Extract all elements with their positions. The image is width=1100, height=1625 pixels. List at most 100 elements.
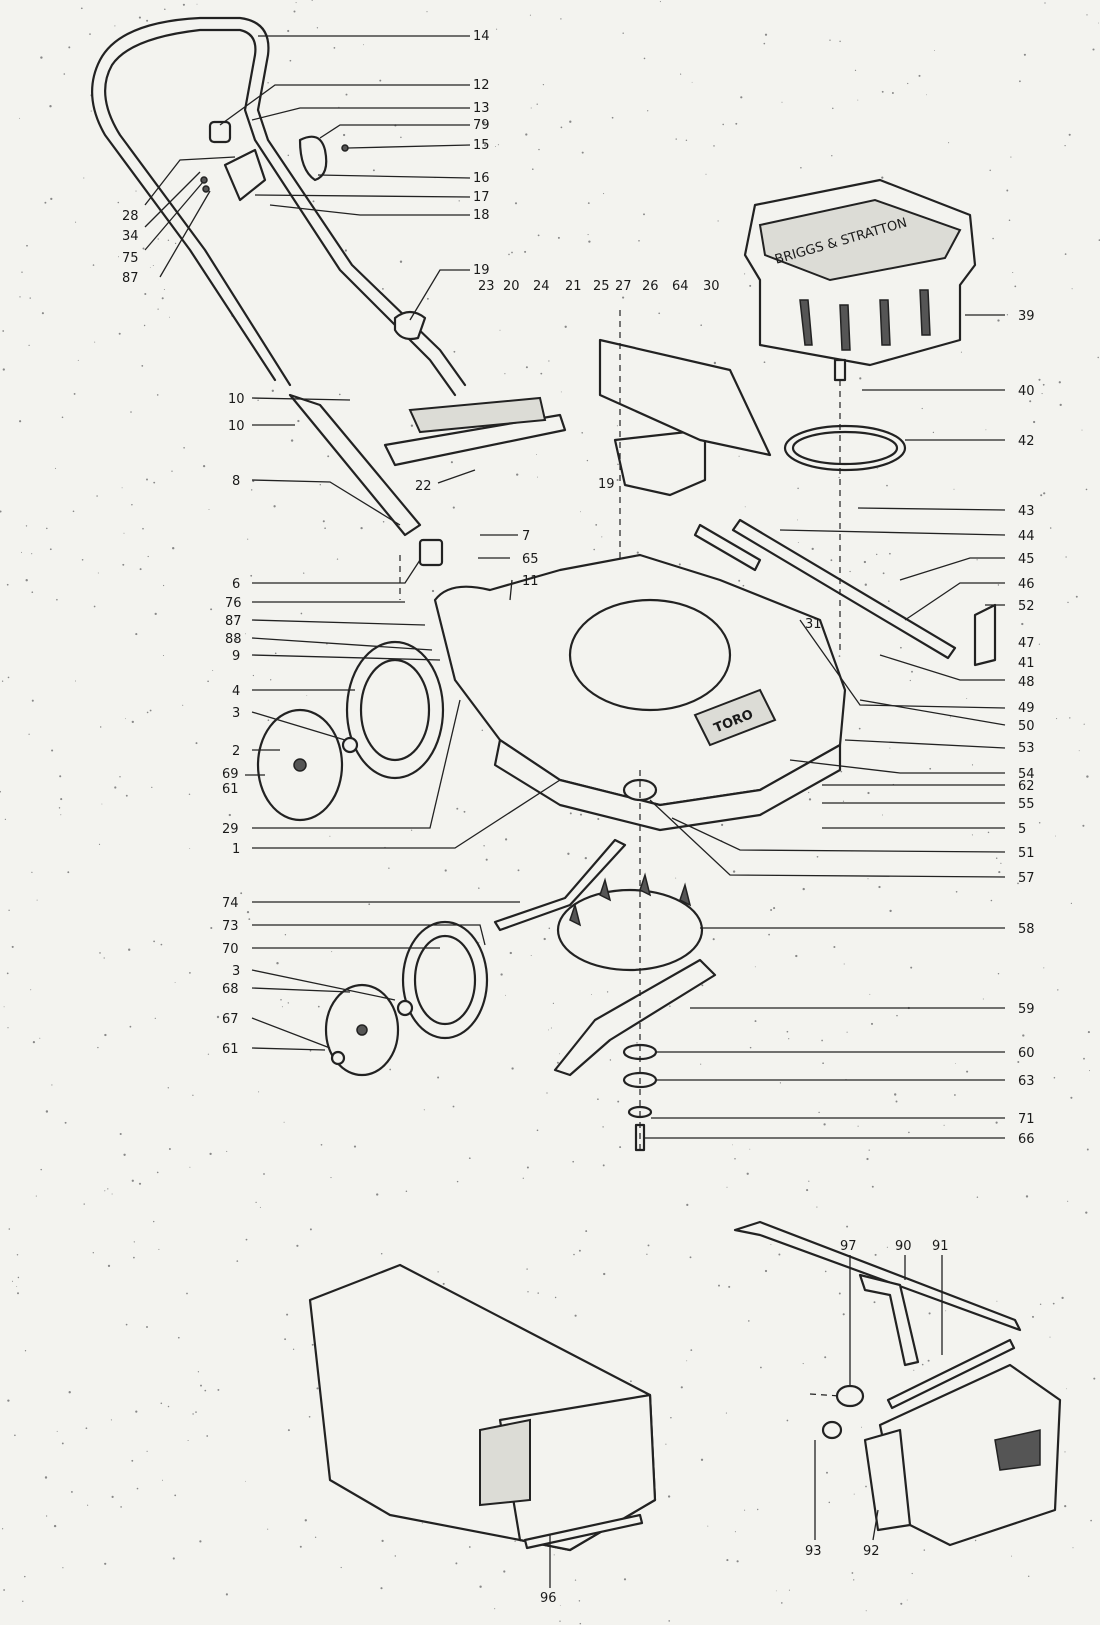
- leader-16: [317, 174, 471, 179]
- paper-speck: [217, 1388, 220, 1391]
- paper-speck: [861, 1426, 862, 1428]
- paper-speck: [829, 39, 831, 41]
- paper-speck: [372, 169, 375, 172]
- paper-speck: [527, 1291, 529, 1293]
- paper-speck: [966, 698, 968, 700]
- paper-speck: [886, 1246, 888, 1248]
- paper-speck: [68, 46, 71, 49]
- paper-speck: [717, 220, 719, 222]
- leader-17: [254, 194, 471, 198]
- paper-speck: [4, 818, 7, 821]
- paper-speck: [659, 1, 661, 3]
- paper-speck: [410, 829, 413, 831]
- paper-speck: [846, 1031, 848, 1033]
- paper-speck: [382, 288, 384, 290]
- paper-speck: [516, 473, 519, 476]
- paper-speck: [131, 1179, 134, 1182]
- paper-speck: [98, 843, 101, 845]
- paper-speck: [1083, 1057, 1085, 1060]
- paper-speck: [129, 1025, 132, 1028]
- paper-speck: [26, 244, 28, 247]
- paper-speck: [749, 284, 752, 287]
- paper-speck: [560, 391, 562, 393]
- paper-speck: [258, 1091, 260, 1093]
- paper-speck: [802, 1363, 804, 1365]
- paper-speck: [818, 1111, 820, 1114]
- paper-speck: [509, 951, 512, 955]
- paper-speck: [736, 1560, 739, 1563]
- paper-speck: [780, 1602, 783, 1604]
- paper-speck: [971, 834, 973, 836]
- paper-speck: [94, 341, 96, 343]
- paper-speck: [1044, 2, 1046, 4]
- paper-speck: [806, 1189, 809, 1192]
- paper-speck: [943, 1124, 945, 1126]
- callout-6: 6: [232, 577, 240, 592]
- paper-speck: [1024, 1080, 1026, 1082]
- paper-speck: [167, 1405, 170, 1408]
- paper-speck: [1056, 718, 1058, 720]
- paper-speck: [31, 871, 33, 874]
- callout-68: 68: [222, 982, 239, 997]
- paper-speck: [183, 447, 185, 449]
- paper-speck: [130, 411, 132, 413]
- bag-mount-arm: [858, 1273, 920, 1367]
- leader-6: [252, 559, 421, 584]
- paper-speck: [526, 1166, 529, 1169]
- callout-9: 9: [232, 649, 240, 664]
- paper-speck: [36, 899, 38, 901]
- paper-speck: [168, 1148, 171, 1150]
- callout-57: 57: [1018, 871, 1035, 886]
- paper-speck: [638, 240, 640, 242]
- paper-speck: [665, 1443, 667, 1445]
- paper-speck: [363, 44, 365, 46]
- callout-39: 39: [1018, 309, 1035, 324]
- paper-speck: [691, 81, 693, 83]
- paper-speck: [70, 1490, 73, 1493]
- paper-speck: [376, 1193, 379, 1196]
- paper-speck: [796, 519, 798, 521]
- paper-speck: [379, 79, 382, 82]
- paper-speck: [456, 807, 459, 810]
- paper-speck: [1059, 403, 1062, 407]
- paper-speck: [1097, 356, 1099, 359]
- paper-speck: [289, 59, 292, 62]
- paper-speck: [118, 256, 119, 258]
- paper-speck: [921, 1363, 924, 1366]
- paper-speck: [331, 951, 333, 953]
- paper-speck: [670, 1416, 672, 1419]
- leader-22: [437, 469, 476, 484]
- paper-speck: [1027, 1575, 1030, 1578]
- paper-speck: [971, 764, 974, 766]
- paper-speck: [826, 1471, 828, 1474]
- paper-speck: [514, 202, 518, 205]
- paper-speck: [1067, 601, 1069, 604]
- paper-speck: [35, 1195, 37, 1197]
- paper-speck: [114, 786, 117, 789]
- callout-17: 17: [473, 190, 490, 205]
- paper-speck: [667, 1495, 671, 1498]
- leader-1: [252, 779, 561, 849]
- engine-fins: [799, 289, 931, 351]
- paper-speck: [287, 154, 290, 157]
- paper-speck: [151, 786, 153, 789]
- paper-speck: [857, 1125, 859, 1127]
- paper-speck: [874, 1253, 877, 1256]
- paper-speck: [1065, 556, 1067, 558]
- paper-speck: [1092, 48, 1095, 51]
- paper-speck: [764, 33, 768, 36]
- paper-speck: [526, 1268, 528, 1270]
- paper-speck: [910, 966, 913, 969]
- paper-speck: [726, 1559, 729, 1562]
- paper-speck: [19, 420, 22, 423]
- leader-51: [671, 817, 1006, 853]
- paper-speck: [680, 1386, 683, 1389]
- callout-11: 11: [522, 574, 539, 589]
- engine-crankshaft: [833, 358, 847, 382]
- paper-speck: [61, 416, 64, 419]
- paper-speck: [1032, 420, 1036, 424]
- paper-speck: [133, 1241, 135, 1243]
- lower-handle: [288, 393, 422, 537]
- paper-speck: [49, 548, 52, 551]
- paper-speck: [1, 1528, 4, 1530]
